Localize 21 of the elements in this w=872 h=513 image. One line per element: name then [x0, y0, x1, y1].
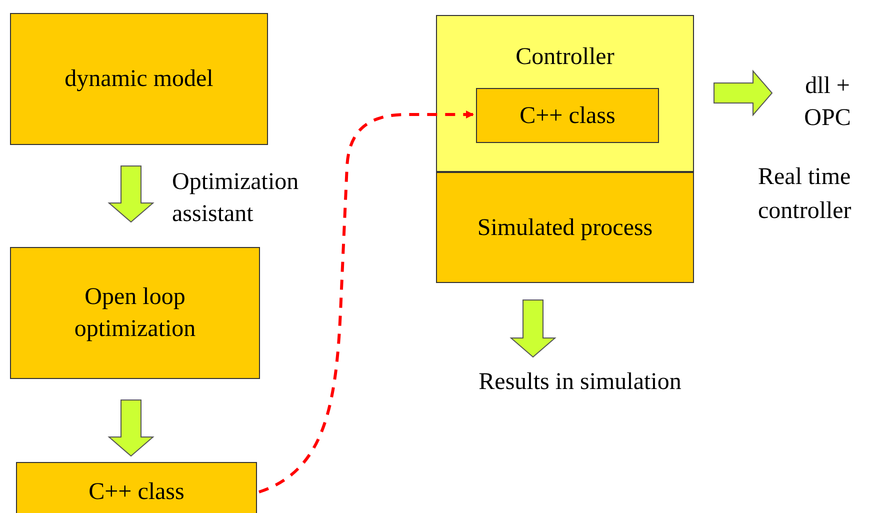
block-arrow — [108, 400, 154, 457]
text-label: dll + OPC — [790, 70, 865, 132]
box-text: Open loop optimization — [73, 283, 197, 344]
box-text: C++ class — [88, 478, 186, 507]
process-box — [476, 88, 659, 143]
box-text: Simulated process — [476, 214, 654, 242]
block-arrow — [108, 166, 154, 223]
panel-heading: Controller — [514, 43, 616, 72]
process-box — [436, 172, 694, 283]
text-label: Results in simulation — [455, 366, 705, 402]
block-arrow — [714, 70, 773, 116]
process-box — [16, 462, 257, 513]
process-box — [10, 247, 260, 379]
dashed-arrow — [258, 110, 474, 494]
block-arrow — [510, 300, 556, 358]
box-text: C++ class — [518, 102, 616, 130]
controller-panel — [436, 15, 694, 172]
box-text: dynamic model — [64, 65, 214, 94]
edge-label: Optimization assistant — [172, 168, 300, 229]
process-box — [10, 13, 268, 145]
note-text: Real time controller — [758, 163, 852, 226]
